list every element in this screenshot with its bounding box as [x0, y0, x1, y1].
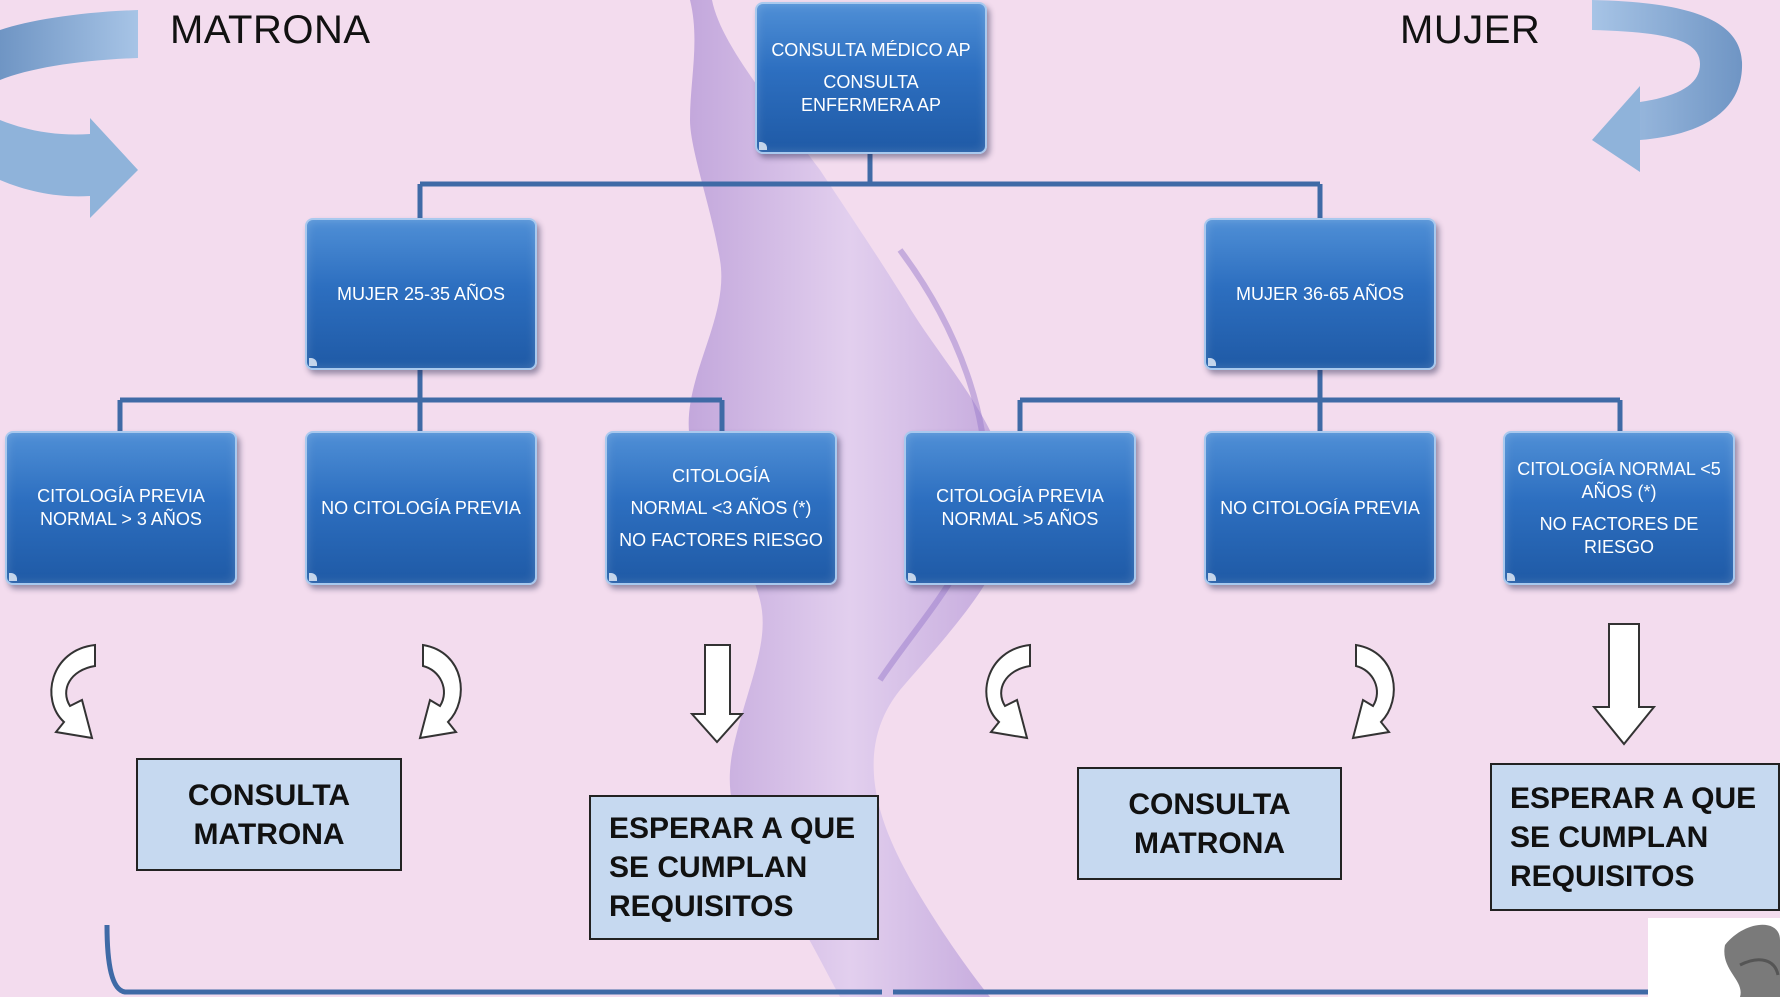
- node-leaf-5: NO CITOLOGÍA PREVIA: [1204, 431, 1436, 585]
- silhouette-figure: [688, 0, 1012, 997]
- node-leaf-4: CITOLOGÍA PREVIA NORMAL >5 AÑOS: [904, 431, 1136, 585]
- node-root-line1: CONSULTA MÉDICO AP: [771, 40, 971, 60]
- outcome-consulta-matrona-right: CONSULTA MATRONA: [1077, 767, 1342, 880]
- tree-connectors: [117, 153, 1623, 431]
- node-leaf-3-line2: NORMAL <3 AÑOS (*): [630, 497, 812, 518]
- node-leaf-2-label: NO CITOLOGÍA PREVIA: [321, 497, 521, 518]
- node-leaf-3: CITOLOGÍA NORMAL <3 AÑOS (*) NO FACTORES…: [605, 431, 837, 585]
- node-leaf-2: NO CITOLOGÍA PREVIA: [305, 431, 537, 585]
- curved-arrow-icons: [50, 643, 1395, 740]
- outcome-esperar-right: ESPERAR A QUE SE CUMPLAN REQUISITOS: [1490, 763, 1780, 911]
- node-leaf-6-line1: CITOLOGÍA NORMAL <5 AÑOS (*): [1517, 458, 1721, 502]
- label-matrona: MATRONA: [170, 8, 371, 52]
- node-root-line2: CONSULTA ENFERMERA AP: [800, 72, 942, 115]
- node-leaf-3-line1: CITOLOGÍA: [672, 465, 770, 486]
- node-leaf-1: CITOLOGÍA PREVIA NORMAL > 3 AÑOS: [5, 431, 237, 585]
- outcome-esperar-left: ESPERAR A QUE SE CUMPLAN REQUISITOS: [589, 795, 879, 940]
- node-leaf-6: CITOLOGÍA NORMAL <5 AÑOS (*) NO FACTORES…: [1503, 431, 1735, 585]
- node-leaf-5-label: NO CITOLOGÍA PREVIA: [1220, 497, 1420, 518]
- label-mujer: MUJER: [1400, 8, 1541, 52]
- node-leaf-6-line2: NO FACTORES DE RIESGO: [1539, 513, 1699, 557]
- down-arrow-icons: [689, 623, 1657, 746]
- node-leaf-1-label: CITOLOGÍA PREVIA NORMAL > 3 AÑOS: [37, 486, 205, 529]
- node-leaf-3-line3: NO FACTORES RIESGO: [619, 529, 823, 550]
- outcome-consulta-matrona-left: CONSULTA MATRONA: [136, 758, 402, 871]
- node-women-36-65: MUJER 36-65 AÑOS: [1204, 218, 1436, 370]
- node-root: CONSULTA MÉDICO AP CONSULTA ENFERMERA AP: [755, 2, 987, 154]
- node-women-25-35: MUJER 25-35 AÑOS: [305, 218, 537, 370]
- node-leaf-4-label: CITOLOGÍA PREVIA NORMAL >5 AÑOS: [936, 486, 1104, 529]
- corner-sketch-image: [1648, 918, 1780, 997]
- node-women-36-65-label: MUJER 36-65 AÑOS: [1235, 283, 1405, 304]
- cycle-arrow-right-icon: [1592, 0, 1743, 172]
- cycle-arrow-left-icon: [0, 10, 138, 218]
- node-women-25-35-label: MUJER 25-35 AÑOS: [336, 283, 506, 304]
